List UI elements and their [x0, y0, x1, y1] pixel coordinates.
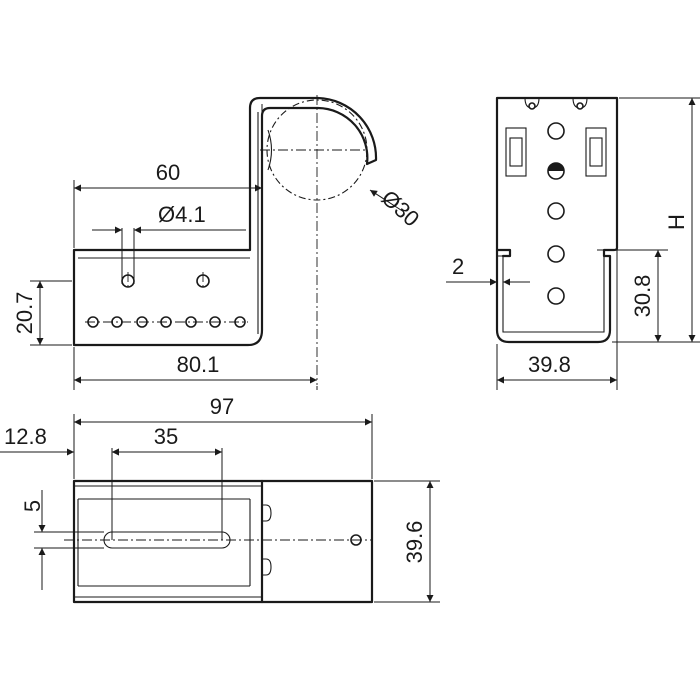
dim-height-20-7: 20.7 [12, 292, 37, 335]
bracket-outline [72, 96, 378, 347]
top-outline [72, 479, 374, 604]
channel-lip-left [495, 248, 512, 258]
dim-width-60: 60 [156, 160, 180, 185]
dim-hole-dia: Ø4.1 [158, 202, 206, 227]
side-view: 60 Ø4.1 20.7 80.1 Ø30 [12, 95, 424, 390]
front-slot-left [505, 127, 527, 177]
dim-width-39-6: 39.6 [402, 521, 427, 564]
slot [103, 531, 231, 549]
dim-slot-35: 35 [154, 424, 178, 449]
dim-length-97: 97 [210, 394, 234, 419]
dim-slot-width-5: 5 [20, 500, 45, 512]
dim-height-H: H [664, 214, 689, 230]
front-view: 2 30.8 H 39.8 [446, 96, 700, 390]
channel-inner [497, 255, 605, 333]
dim-pipe-dia: Ø30 [377, 185, 425, 231]
front-outline [495, 96, 619, 344]
dim-length-80-1: 80.1 [177, 352, 220, 377]
dim-width-39-8: 39.8 [528, 352, 571, 377]
dim-offset-12-8: 12.8 [4, 424, 47, 449]
front-slot-right [585, 127, 607, 177]
tube-contact [267, 129, 273, 171]
top-view: 97 12.8 35 5 39.6 [0, 394, 440, 604]
dim-height-30-8: 30.8 [630, 275, 655, 318]
dim-thickness: 2 [452, 254, 464, 279]
